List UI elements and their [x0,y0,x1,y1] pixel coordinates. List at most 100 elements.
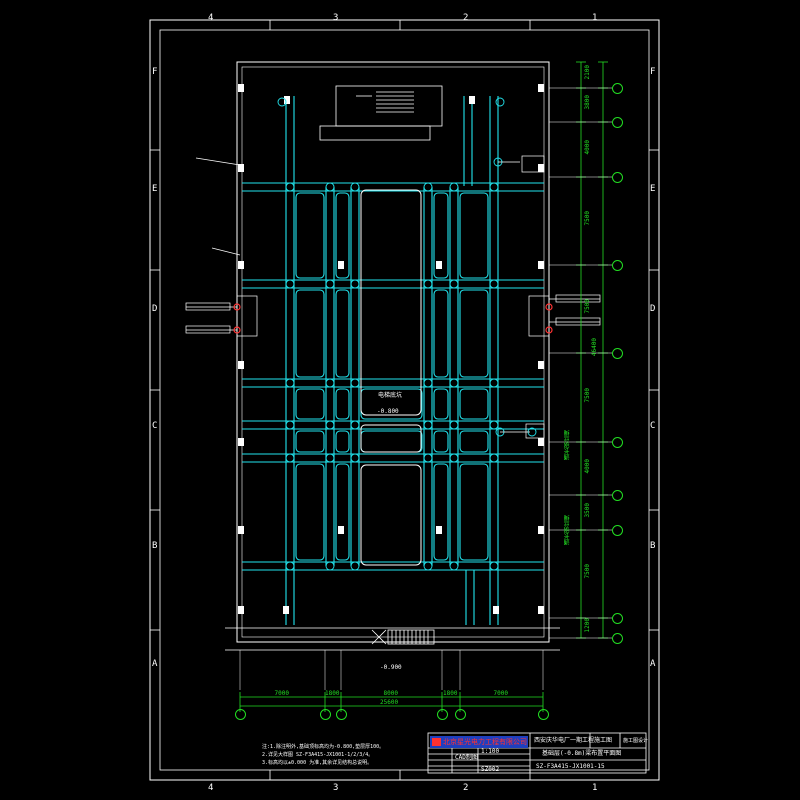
axis-bubble [612,613,623,624]
pile [325,182,335,192]
pile [423,279,433,289]
row-label-c-right: C [650,421,656,431]
column [338,526,344,534]
pile [350,378,360,388]
row-label-a: A [152,659,158,669]
lower-pit [360,464,422,566]
columns [238,84,544,614]
row-label-f-right: F [650,67,656,77]
vertical-beam [465,570,475,625]
bottom-dimension-line [240,696,543,707]
drawing-title: 基础层(-0.8m)梁布置平面图 [542,750,622,757]
beam-cell [459,430,489,453]
column [538,526,544,534]
column [538,361,544,369]
pile [423,561,433,571]
pile [449,420,459,430]
col-label-3-bottom: 3 [333,783,339,793]
pile [423,182,433,192]
axis-bubble [455,709,466,720]
pile [350,279,360,289]
axis-bubble [612,348,623,359]
design-stage: 施工图 [594,737,613,744]
column [538,84,544,92]
beam-cell [459,192,489,279]
right-dimension-text: 7500 [584,387,591,402]
right-axis-lines [549,87,612,639]
column [238,164,244,172]
bottom-dimension-text: 1800 [443,690,458,697]
vertical-beam [325,187,335,566]
axis-bubble [437,709,448,720]
bottom-dimension-text: 8000 [383,690,398,697]
col-label-4-bottom: 4 [208,783,214,793]
axis-bubble [235,709,246,720]
column [538,438,544,446]
right-dimension-text: 7500 [584,564,591,579]
pile [350,182,360,192]
axis-bubble [612,525,623,536]
col-label-1: 1 [592,13,598,23]
beam-cell [459,463,489,561]
beam-cell [433,192,449,279]
beam-cell [335,430,350,453]
pile [449,453,459,463]
pile [449,182,459,192]
column [493,606,499,614]
beam-cell [433,289,449,378]
axis-bubble [612,437,623,448]
beam-cell [433,463,449,561]
row-label-b: B [152,541,158,551]
right-dimension-text: 7500 [584,211,591,226]
row-label-d-right: D [650,304,656,314]
pile [285,378,295,388]
top-stair [319,85,443,141]
pit-connector [360,424,422,453]
building-outline [225,61,560,651]
pile [489,279,499,289]
column [238,84,244,92]
vertical-beam [489,96,499,625]
title-block [427,732,647,774]
vertical-beam [423,187,433,566]
beam-cell [335,388,350,420]
column [538,261,544,269]
vertical-beam [285,96,295,625]
col-label-2: 2 [463,13,469,23]
pile [325,279,335,289]
right-dimension-text: 1200 [584,618,591,633]
right-total-dimension: 46400 [591,338,598,357]
pile [449,378,459,388]
row-label-e-right: E [650,184,656,194]
title-row-3: SZ002 [481,766,500,773]
foundation-beams [242,96,544,625]
axis-bubble [612,633,623,644]
vertical-beam [350,187,360,566]
column [538,606,544,614]
col-label-4: 4 [208,13,214,23]
column [436,261,442,269]
beam-cell [295,388,325,420]
drawing-number: SZ-F3A415-JX1001-15 [536,763,605,770]
pile [350,453,360,463]
column [538,164,544,172]
axis-bubble [612,83,623,94]
right-dimension-text: 3800 [584,95,591,110]
row-label-b-right: B [650,541,656,551]
column [338,261,344,269]
pile [285,561,295,571]
pile [350,420,360,430]
axis-bubble [612,260,623,271]
vertical-beam [449,187,459,566]
col-label-2-bottom: 2 [463,783,469,793]
piles [277,97,537,571]
side-details [185,155,601,439]
column [238,526,244,534]
right-note-1: 通长钢丝绳 [564,430,571,460]
pile [325,420,335,430]
pile [277,97,287,107]
beam-cell [295,430,325,453]
note-3: 3.标高均以±0.000 为准,其余详见结构总说明。 [262,760,373,766]
outer-frame [149,19,660,781]
bottom-dimension-ticks [239,650,544,712]
